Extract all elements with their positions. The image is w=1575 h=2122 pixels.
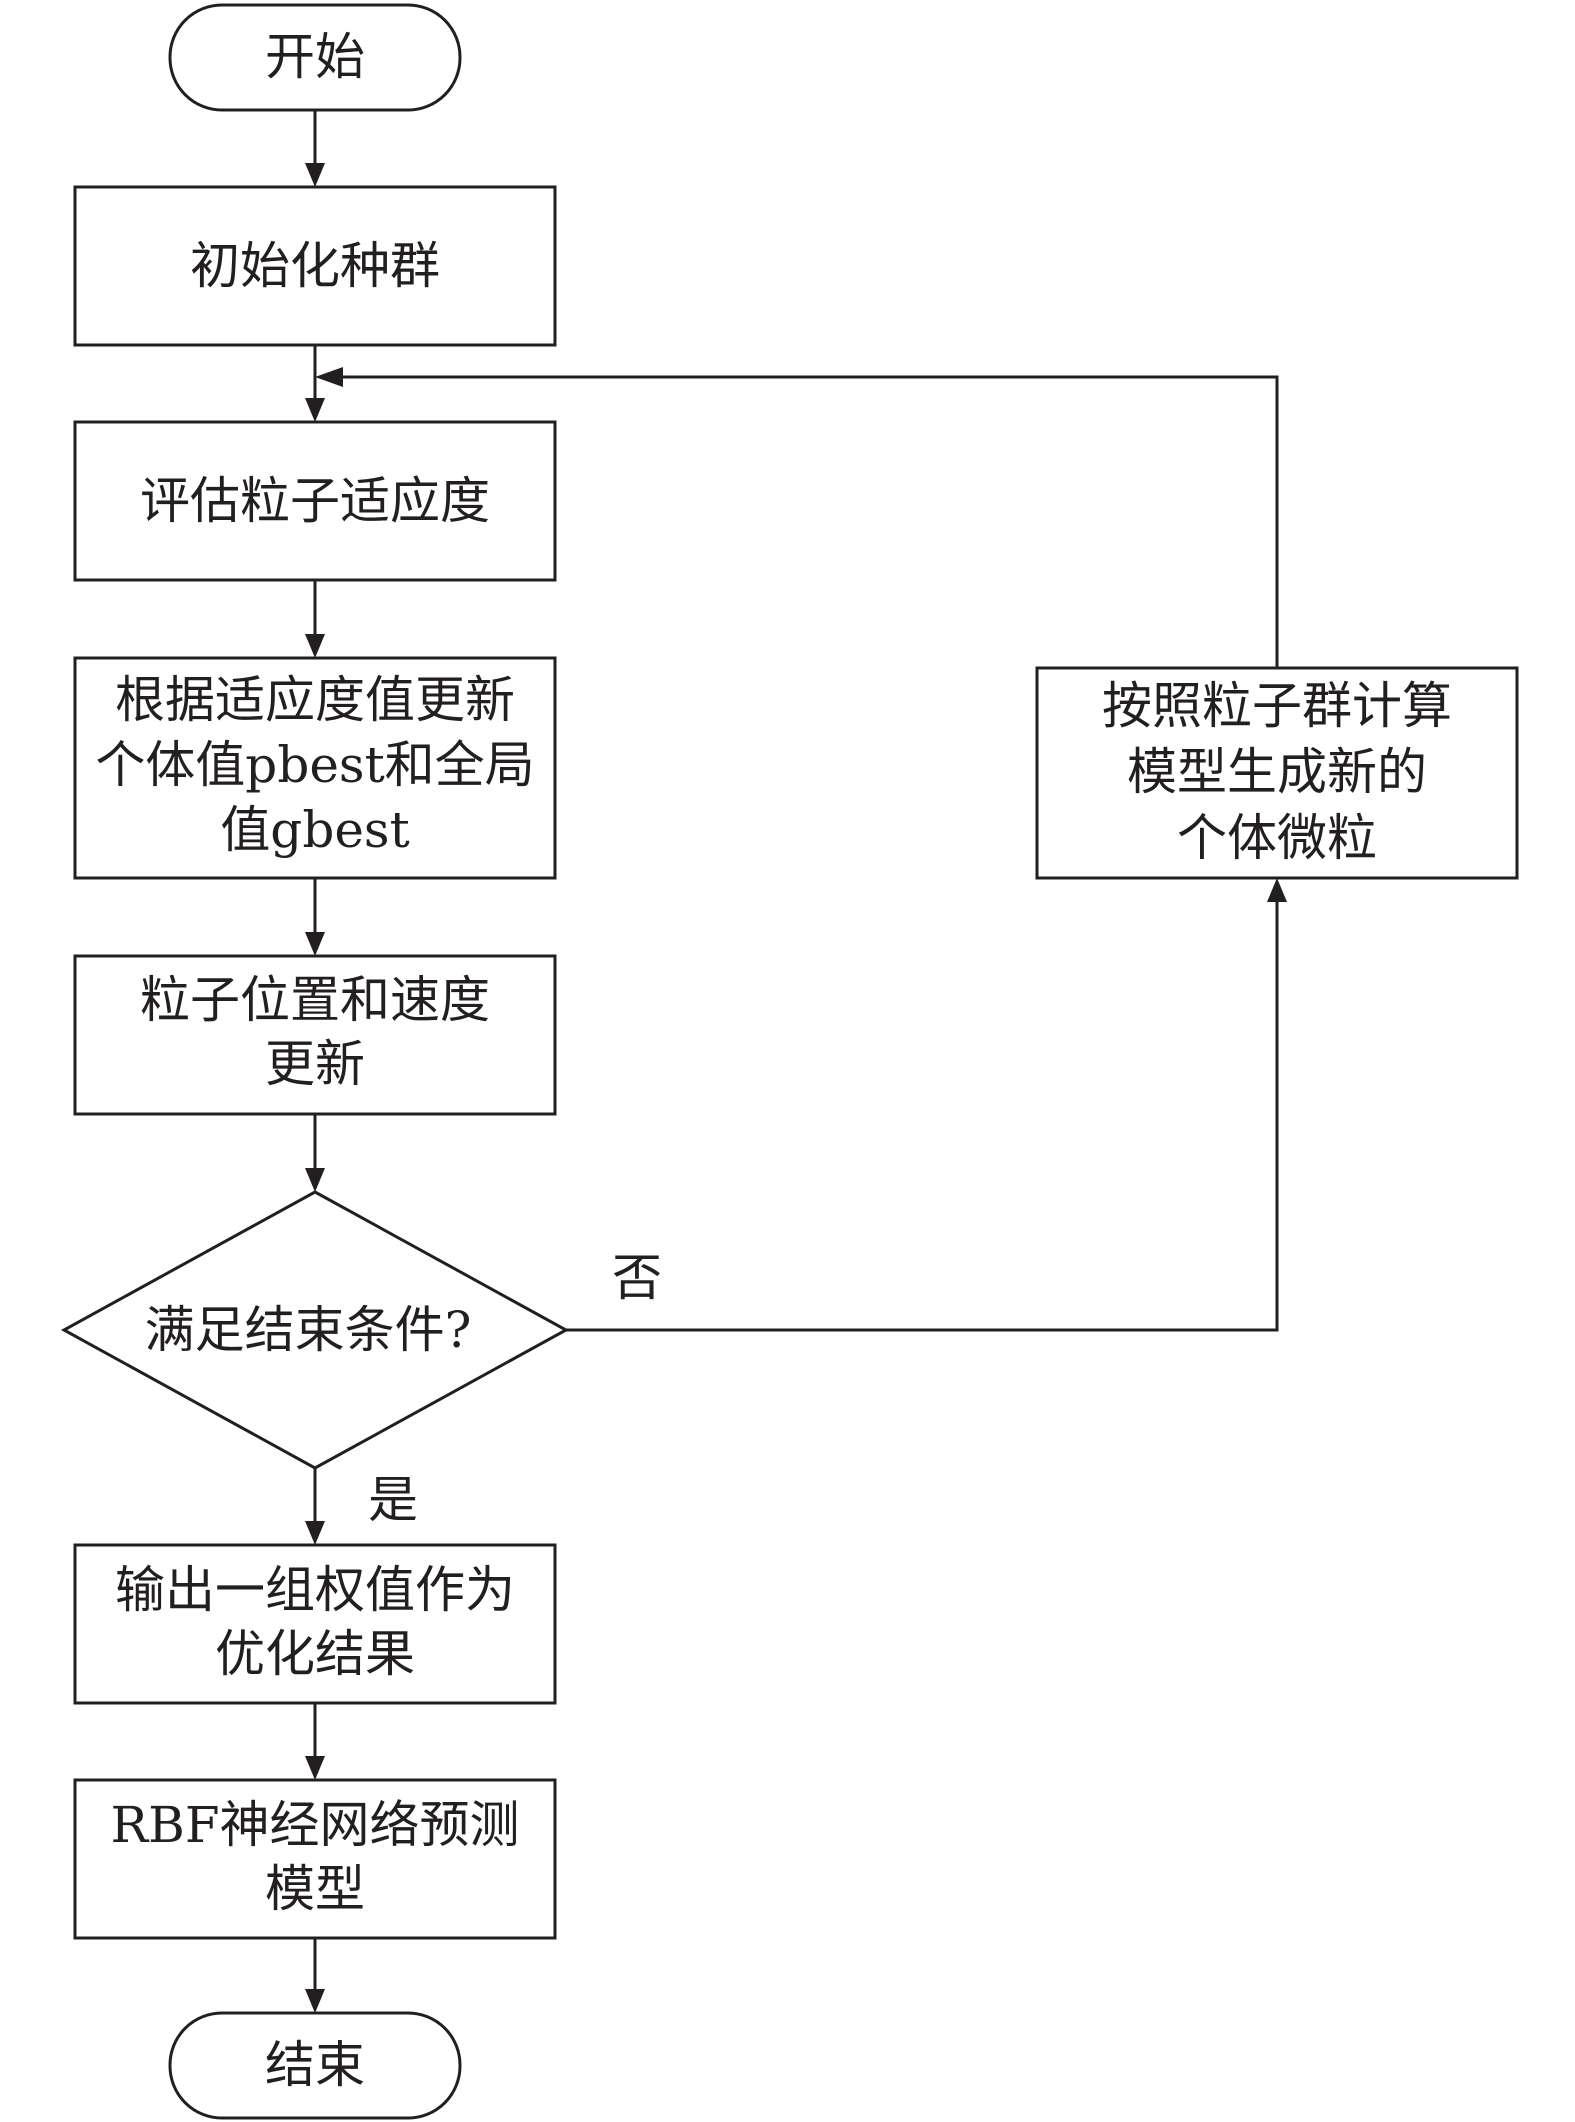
output-weights-label-line-2: 优化结果 [215,1625,415,1683]
update-best-label-line-1: 根据适应度值更新 [115,671,515,729]
generate-particles-label-line-3: 个体微粒 [1177,809,1377,867]
evaluate-fitness-label: 评估粒子适应度 [140,472,490,530]
connector-init-evaluate [305,345,325,422]
connector-update-position-decision [305,1114,325,1192]
evaluate-fitness-box: 评估粒子适应度 [73,420,557,582]
init-population-box: 初始化种群 [73,185,557,347]
connector-start-init [305,110,325,187]
start-label: 开始 [265,28,365,86]
update-best-box: 根据适应度值更新 个体值pbest和全局 值gbest [73,656,557,880]
connector-generate-evaluate [315,367,1279,668]
rbf-model-label-line-2: 模型 [265,1860,365,1918]
output-weights-label-line-1: 输出一组权值作为 [115,1561,515,1619]
branch-label-no: 否 [612,1249,662,1307]
generate-particles-box: 按照粒子群计算 模型生成新的 个体微粒 [1035,666,1519,880]
init-population-label: 初始化种群 [190,237,440,295]
update-best-label-line-3: 值gbest [220,801,409,859]
end-label: 结束 [265,2036,365,2094]
termination-decision: 满足结束条件? [60,1190,570,1470]
connector-evaluate-update-best [305,580,325,658]
connector-decision-generate [566,878,1287,1332]
termination-decision-label: 满足结束条件? [145,1301,472,1359]
output-weights-box: 输出一组权值作为 优化结果 [73,1543,557,1705]
start-node: 开始 [168,3,462,112]
update-position-label-line-1: 粒子位置和速度 [140,971,490,1029]
rbf-model-box: RBF神经网络预测 模型 [73,1778,557,1940]
connector-update-best-update-position [305,878,325,956]
end-node: 结束 [168,2011,462,2120]
rbf-model-label-line-1: RBF神经网络预测 [110,1796,519,1854]
connector-rbf-end [305,1938,325,2013]
update-best-label-line-2: 个体值pbest和全局 [95,736,534,794]
connector-output-rbf [305,1703,325,1780]
connector-decision-output [305,1468,325,1545]
update-position-label-line-2: 更新 [265,1035,365,1093]
generate-particles-label-line-2: 模型生成新的 [1127,743,1427,801]
generate-particles-label-line-1: 按照粒子群计算 [1102,677,1452,735]
branch-label-yes: 是 [368,1471,418,1529]
update-position-box: 粒子位置和速度 更新 [73,954,557,1116]
